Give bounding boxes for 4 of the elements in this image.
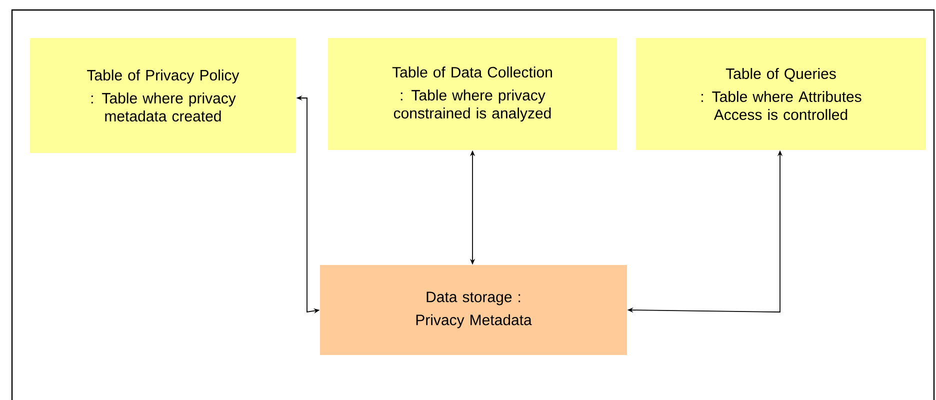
storage-box: Data storage : Privacy Metadata (320, 265, 627, 355)
table-box: Table of Data Collection : Table where privacy constrained is analyzed (328, 38, 617, 150)
table-box: Table of Queries : Table where Attributes Access is controlled (636, 38, 926, 150)
table-box: Table of Privacy Policy : Table where privacy metadata created (30, 38, 296, 153)
